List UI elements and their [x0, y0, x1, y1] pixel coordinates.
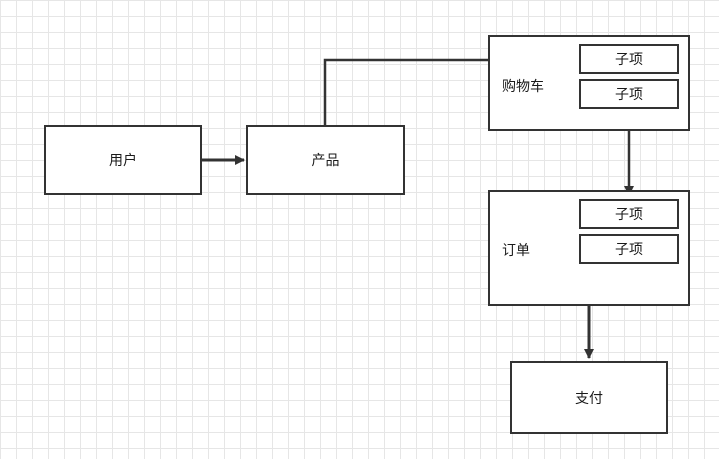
- user-node[interactable]: 用户: [44, 125, 202, 195]
- payment-node-label: 支付: [575, 390, 603, 407]
- order-node-label: 订单: [502, 243, 530, 259]
- cart-node-label: 购物车: [502, 79, 544, 95]
- cart-subitem[interactable]: 子项: [579, 79, 679, 109]
- order-subitem[interactable]: 子项: [579, 199, 679, 229]
- payment-node[interactable]: 支付: [510, 361, 668, 434]
- order-subitem[interactable]: 子项: [579, 234, 679, 264]
- cart-subitem[interactable]: 子项: [579, 44, 679, 74]
- cart-subitem-label: 子项: [615, 52, 643, 68]
- user-node-label: 用户: [109, 153, 137, 169]
- product-node-label: 产品: [311, 153, 340, 169]
- order-subitem-label: 子项: [615, 242, 643, 258]
- order-subitem-label: 子项: [615, 207, 643, 223]
- product-node[interactable]: 产品: [246, 125, 405, 195]
- cart-subitem-label: 子项: [615, 87, 643, 103]
